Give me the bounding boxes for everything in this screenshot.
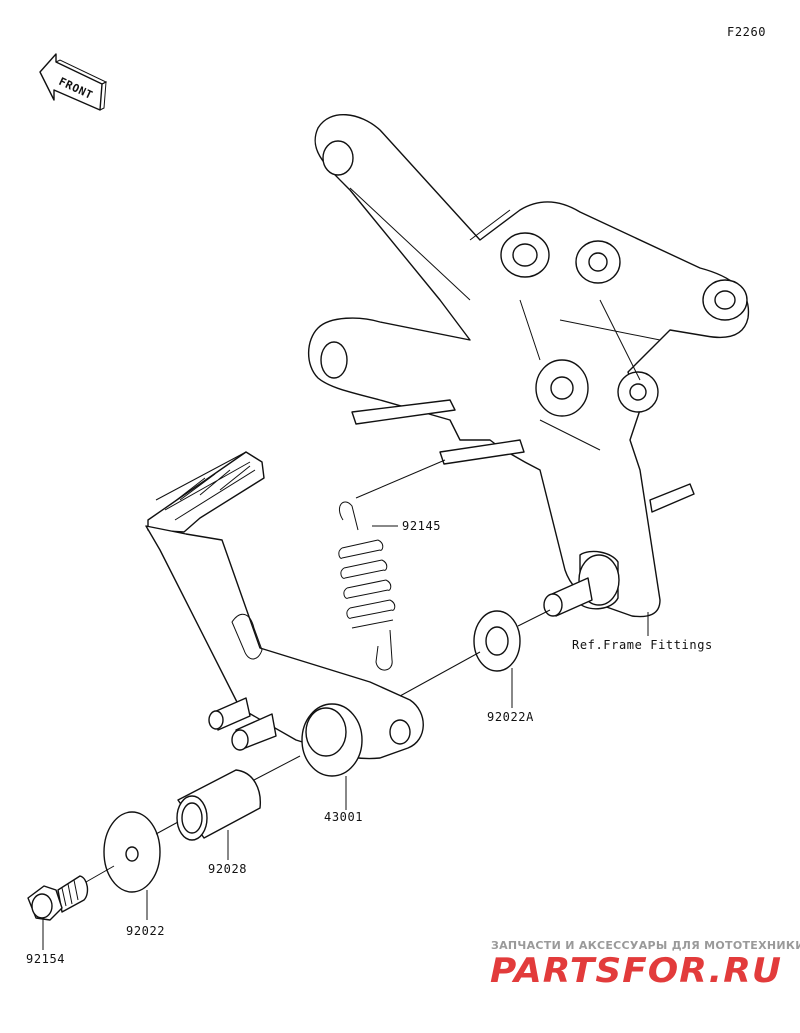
part-label-washer-large: 92022 — [126, 924, 165, 938]
front-arrow-icon: FRONT — [39, 53, 108, 111]
brake-pedal — [145, 451, 424, 777]
watermark-brand: PARTSFOR.RU — [490, 951, 782, 991]
part-label-collar: 92028 — [208, 862, 247, 876]
collar — [176, 769, 261, 841]
return-spring — [338, 501, 396, 671]
washer-large — [103, 811, 161, 893]
part-label-spring: 92145 — [402, 519, 441, 533]
part-label-washer-small: 92022A — [487, 710, 534, 724]
leader-lines — [42, 459, 649, 950]
part-label-ref-frame: Ref.Frame Fittings — [572, 638, 713, 652]
watermark-tagline: ЗАПЧАСТИ И АКСЕССУАРЫ ДЛЯ МОТОТЕХНИКИ — [491, 939, 800, 952]
flange-bolt — [27, 875, 89, 921]
figure-code: F2260 — [727, 25, 766, 39]
washer-small — [473, 610, 521, 672]
part-label-pedal: 43001 — [324, 810, 363, 824]
part-label-bolt: 92154 — [26, 952, 65, 966]
frame-bracket — [307, 113, 750, 618]
